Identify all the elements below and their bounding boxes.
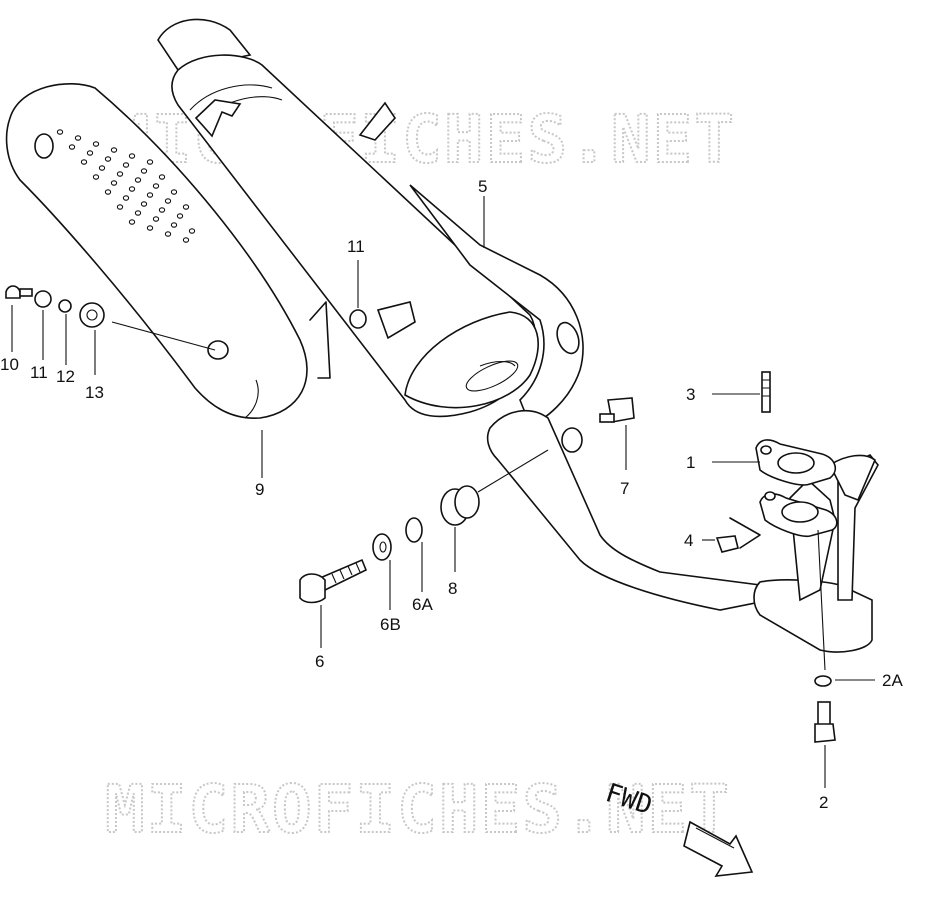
label-part-9: 9 <box>255 480 264 499</box>
label-part-11: 11 <box>347 237 365 256</box>
label-part-2: 2 <box>819 793 828 812</box>
label-part-12: 12 <box>56 367 75 386</box>
label-part-7: 7 <box>620 479 629 498</box>
heat-shield-hole <box>140 168 148 174</box>
heat-shield-hole <box>134 210 142 216</box>
label-part-6a: 6A <box>412 595 433 614</box>
heat-shield-hole <box>146 192 154 198</box>
heat-shield-hole <box>122 162 130 168</box>
heat-shield-hole <box>92 141 100 147</box>
heat-shield-hole <box>74 135 82 141</box>
label-part-1: 1 <box>686 453 695 472</box>
leader-lines <box>11 196 875 788</box>
heat-shield-hole <box>128 219 136 225</box>
heat-shield-hole <box>86 150 94 156</box>
heat-shield-hole <box>116 204 124 210</box>
heat-shield-hole <box>98 165 106 171</box>
heat-shield-hole <box>134 177 142 183</box>
heat-shield-hole <box>92 174 100 180</box>
label-part-5: 5 <box>478 177 487 196</box>
label-part-11-left: 11 <box>30 363 48 382</box>
heat-shield-hole <box>110 180 118 186</box>
heat-shield-hole <box>110 147 118 153</box>
part-labels: 9 10 11 12 13 11 5 7 8 6A 6B 6 3 1 4 2A … <box>0 177 903 812</box>
label-part-10: 10 <box>0 355 19 374</box>
label-part-8: 8 <box>448 579 457 598</box>
heat-shield-hole <box>152 216 160 222</box>
heat-shield-hole <box>122 195 130 201</box>
heat-shield-hole <box>152 183 160 189</box>
heat-shield-hole <box>170 222 178 228</box>
heat-shield-hole <box>182 237 190 243</box>
heat-shield-hole <box>188 228 196 234</box>
heat-shield-hole <box>56 129 64 135</box>
forward-arrow-icon <box>683 820 754 877</box>
heat-shield-hole <box>158 174 166 180</box>
heat-shield-hole <box>104 156 112 162</box>
heat-shield-hole <box>146 225 154 231</box>
heat-shield <box>5 82 308 419</box>
label-part-3: 3 <box>686 385 695 404</box>
heat-shield-hole <box>170 189 178 195</box>
heat-shield-hole <box>80 159 88 165</box>
heat-shield-hole <box>164 231 172 237</box>
label-part-6: 6 <box>315 652 324 671</box>
label-part-2a: 2A <box>882 671 903 690</box>
heat-shield-hole <box>116 171 124 177</box>
muffler <box>157 18 584 453</box>
heat-shield-hole <box>68 144 76 150</box>
heat-shield-hole <box>128 153 136 159</box>
hardware <box>5 285 836 743</box>
heat-shield-hole <box>104 189 112 195</box>
heat-shield-hole <box>164 198 172 204</box>
label-part-4: 4 <box>684 531 693 550</box>
heat-shield-hole <box>182 204 190 210</box>
label-part-13: 13 <box>85 383 104 402</box>
heat-shield-hole <box>140 201 148 207</box>
watermark-bottom: MICROFICHES.NET <box>105 771 731 848</box>
exhaust-pipe <box>486 410 879 653</box>
heat-shield-hole <box>158 207 166 213</box>
heat-shield-hole <box>176 213 184 219</box>
label-part-6b: 6B <box>380 615 401 634</box>
heat-shield-hole <box>128 186 136 192</box>
heat-shield-hole <box>146 159 154 165</box>
